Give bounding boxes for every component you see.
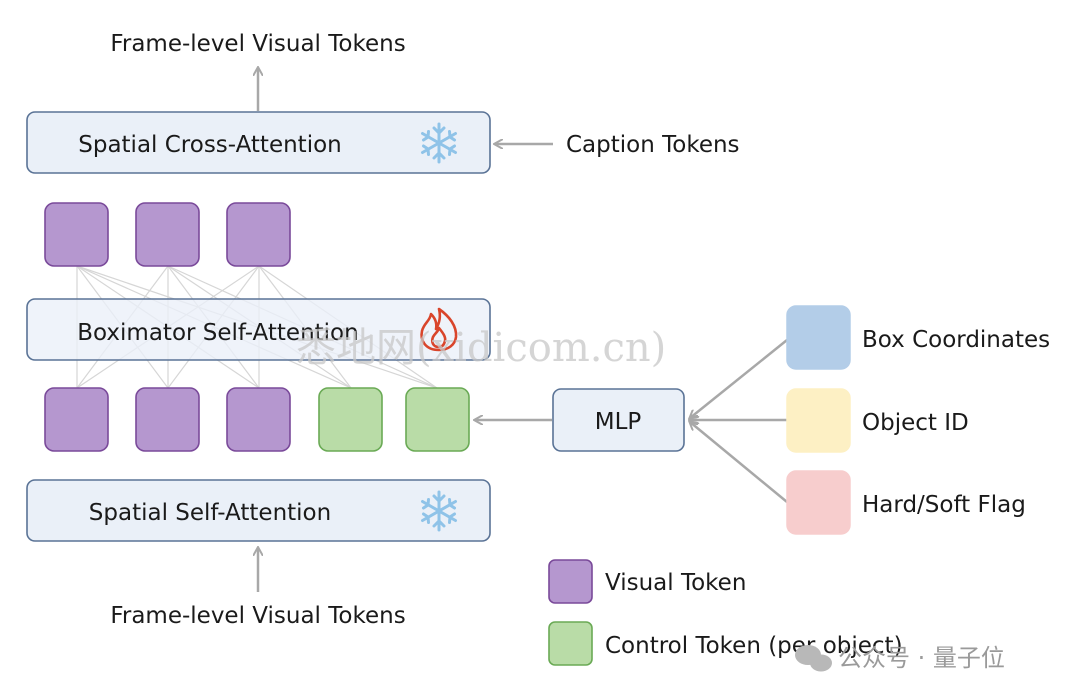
- spatial-self-attention-label: Spatial Self-Attention: [89, 500, 331, 526]
- legend-visual-label: Visual Token: [605, 570, 746, 596]
- flag-swatch: [786, 470, 851, 535]
- watermark-footer: 公众号 · 量子位: [838, 644, 1005, 672]
- legend-control-label: Control Token (per object): [605, 633, 903, 659]
- caption-tokens-label: Caption Tokens: [566, 132, 740, 158]
- box-coordinates-label: Box Coordinates: [862, 327, 1050, 353]
- spatial-self-attention-block: Spatial Self-Attention: [26, 479, 491, 542]
- legend-visual-swatch: [548, 559, 593, 604]
- visual-token: [226, 387, 291, 452]
- object-id-label: Object ID: [862, 410, 969, 436]
- boximator-label: Boximator Self-Attention: [77, 320, 358, 346]
- watermark-text: 悉地网(xidicom.cn): [296, 325, 666, 371]
- upper-visual-tokens: [44, 202, 291, 267]
- cross-attention-block: Spatial Cross-Attention: [26, 111, 491, 174]
- visual-token: [226, 202, 291, 267]
- lower-tokens: [44, 387, 470, 452]
- mlp-label: MLP: [595, 409, 642, 435]
- box-coordinates-swatch: [786, 305, 851, 370]
- flag-label: Hard/Soft Flag: [862, 492, 1026, 518]
- control-token: [318, 387, 383, 452]
- cross-attention-label: Spatial Cross-Attention: [78, 132, 342, 158]
- snowflake-icon: [421, 490, 457, 532]
- visual-token: [135, 202, 200, 267]
- bottom-input-label: Frame-level Visual Tokens: [110, 603, 405, 629]
- wechat-icon: [795, 645, 832, 672]
- legend-control-swatch: [548, 621, 593, 666]
- box-arrow: [690, 339, 788, 418]
- snowflake-icon: [421, 122, 457, 164]
- visual-token: [44, 387, 109, 452]
- boximator-block: Boximator Self-Attention: [26, 298, 491, 361]
- legend: Visual Token Control Token (per object): [548, 559, 903, 666]
- flame-icon: [420, 307, 458, 352]
- flag-arrow: [690, 422, 788, 503]
- top-output-label: Frame-level Visual Tokens: [110, 31, 405, 57]
- visual-token: [135, 387, 200, 452]
- mlp-block: MLP: [552, 388, 685, 452]
- visual-token: [44, 202, 109, 267]
- control-token: [405, 387, 470, 452]
- object-id-swatch: [786, 388, 851, 453]
